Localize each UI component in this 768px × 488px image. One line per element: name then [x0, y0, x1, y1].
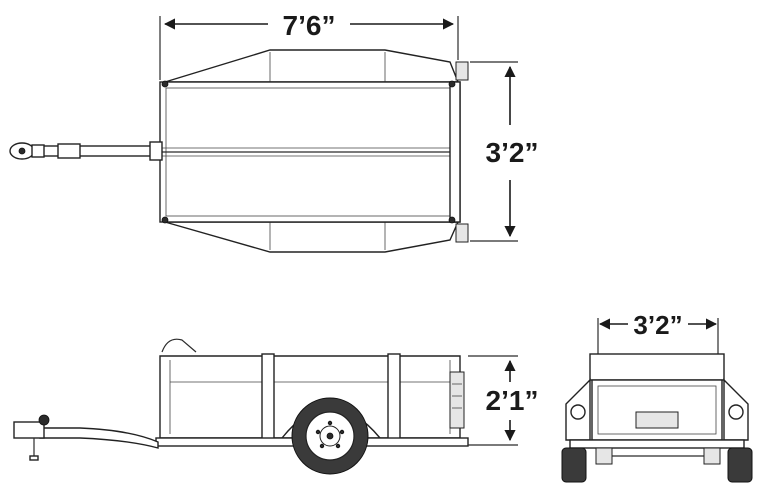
dimension-rear-width-label: 3’2”: [633, 310, 682, 340]
rear-view: 3’2”: [561, 310, 753, 483]
rear-gate: [591, 379, 723, 441]
taillight-icon: [728, 404, 744, 420]
wheel-icon: [727, 447, 753, 483]
coupler-icon: [13, 414, 50, 461]
side-tongue: [39, 427, 159, 449]
top-fender-upper: [164, 49, 460, 83]
side-view: 2’1”: [13, 338, 539, 475]
top-fender-lower: [164, 221, 460, 253]
dimension-top-width-label: 3’2”: [486, 137, 539, 168]
taillight-icon: [570, 404, 586, 420]
wheel-icon: [291, 397, 369, 475]
dimension-height-label: 2’1”: [486, 385, 539, 416]
coupler-icon: [9, 142, 45, 160]
wheel-icon: [561, 447, 587, 483]
top-view: 7’6” 3’2”: [9, 10, 539, 253]
dimension-length-label: 7’6”: [283, 10, 336, 41]
